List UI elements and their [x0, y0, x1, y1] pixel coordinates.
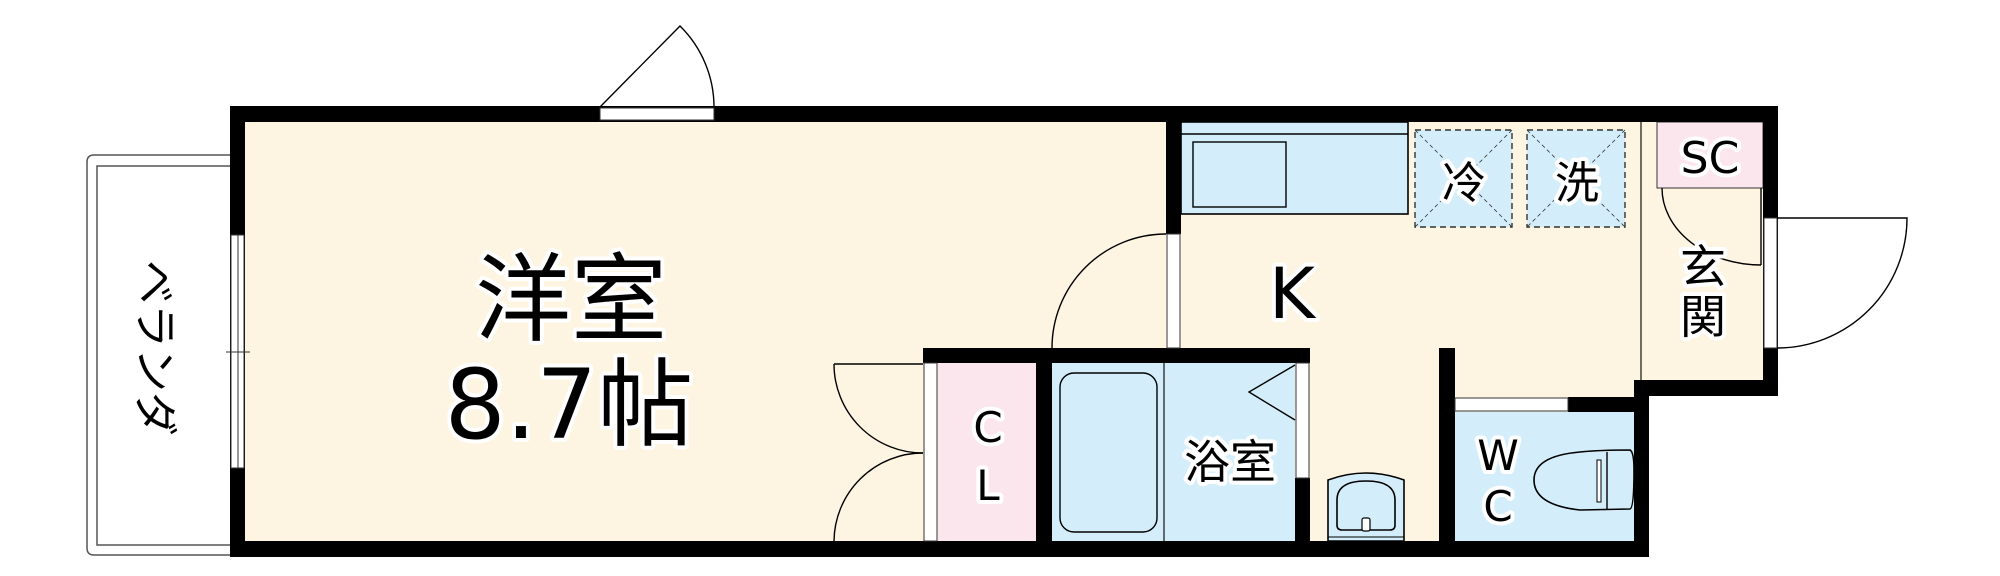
western-room-size: 8.7帖 [445, 349, 694, 461]
kitchen-label: K [1269, 253, 1317, 335]
washer-space [1526, 129, 1626, 228]
closet-floor [938, 363, 1036, 541]
bathtub-icon [1059, 372, 1158, 533]
door-swings [599, 25, 1908, 542]
washer-label: 洗 [1555, 158, 1599, 209]
closet-label-c: C [973, 403, 1002, 452]
western-room-label: 洋室 [475, 244, 667, 356]
shoe-closet-label: SC [1681, 133, 1740, 184]
fridge-label: 冷 [1442, 158, 1486, 209]
kitchen-counter [1180, 121, 1409, 215]
veranda-label: ベランダ [129, 260, 180, 436]
toilet-icon [1533, 449, 1635, 511]
veranda [86, 154, 230, 556]
sink-icon [1192, 141, 1287, 208]
toilet-label-c: C [1483, 482, 1512, 531]
fridge-space [1414, 129, 1513, 228]
toilet-label-w: W [1477, 431, 1519, 480]
entrance-label-2: 関 [1680, 290, 1726, 344]
washbasin-icon [1327, 472, 1405, 542]
closet-label-l: L [976, 461, 1000, 510]
shoe-closet [1656, 121, 1764, 189]
svg-text:ベランダ: ベランダ [129, 260, 180, 436]
entrance-label-1: 玄 [1680, 240, 1726, 294]
bathroom-label: 浴室 [1184, 435, 1276, 489]
